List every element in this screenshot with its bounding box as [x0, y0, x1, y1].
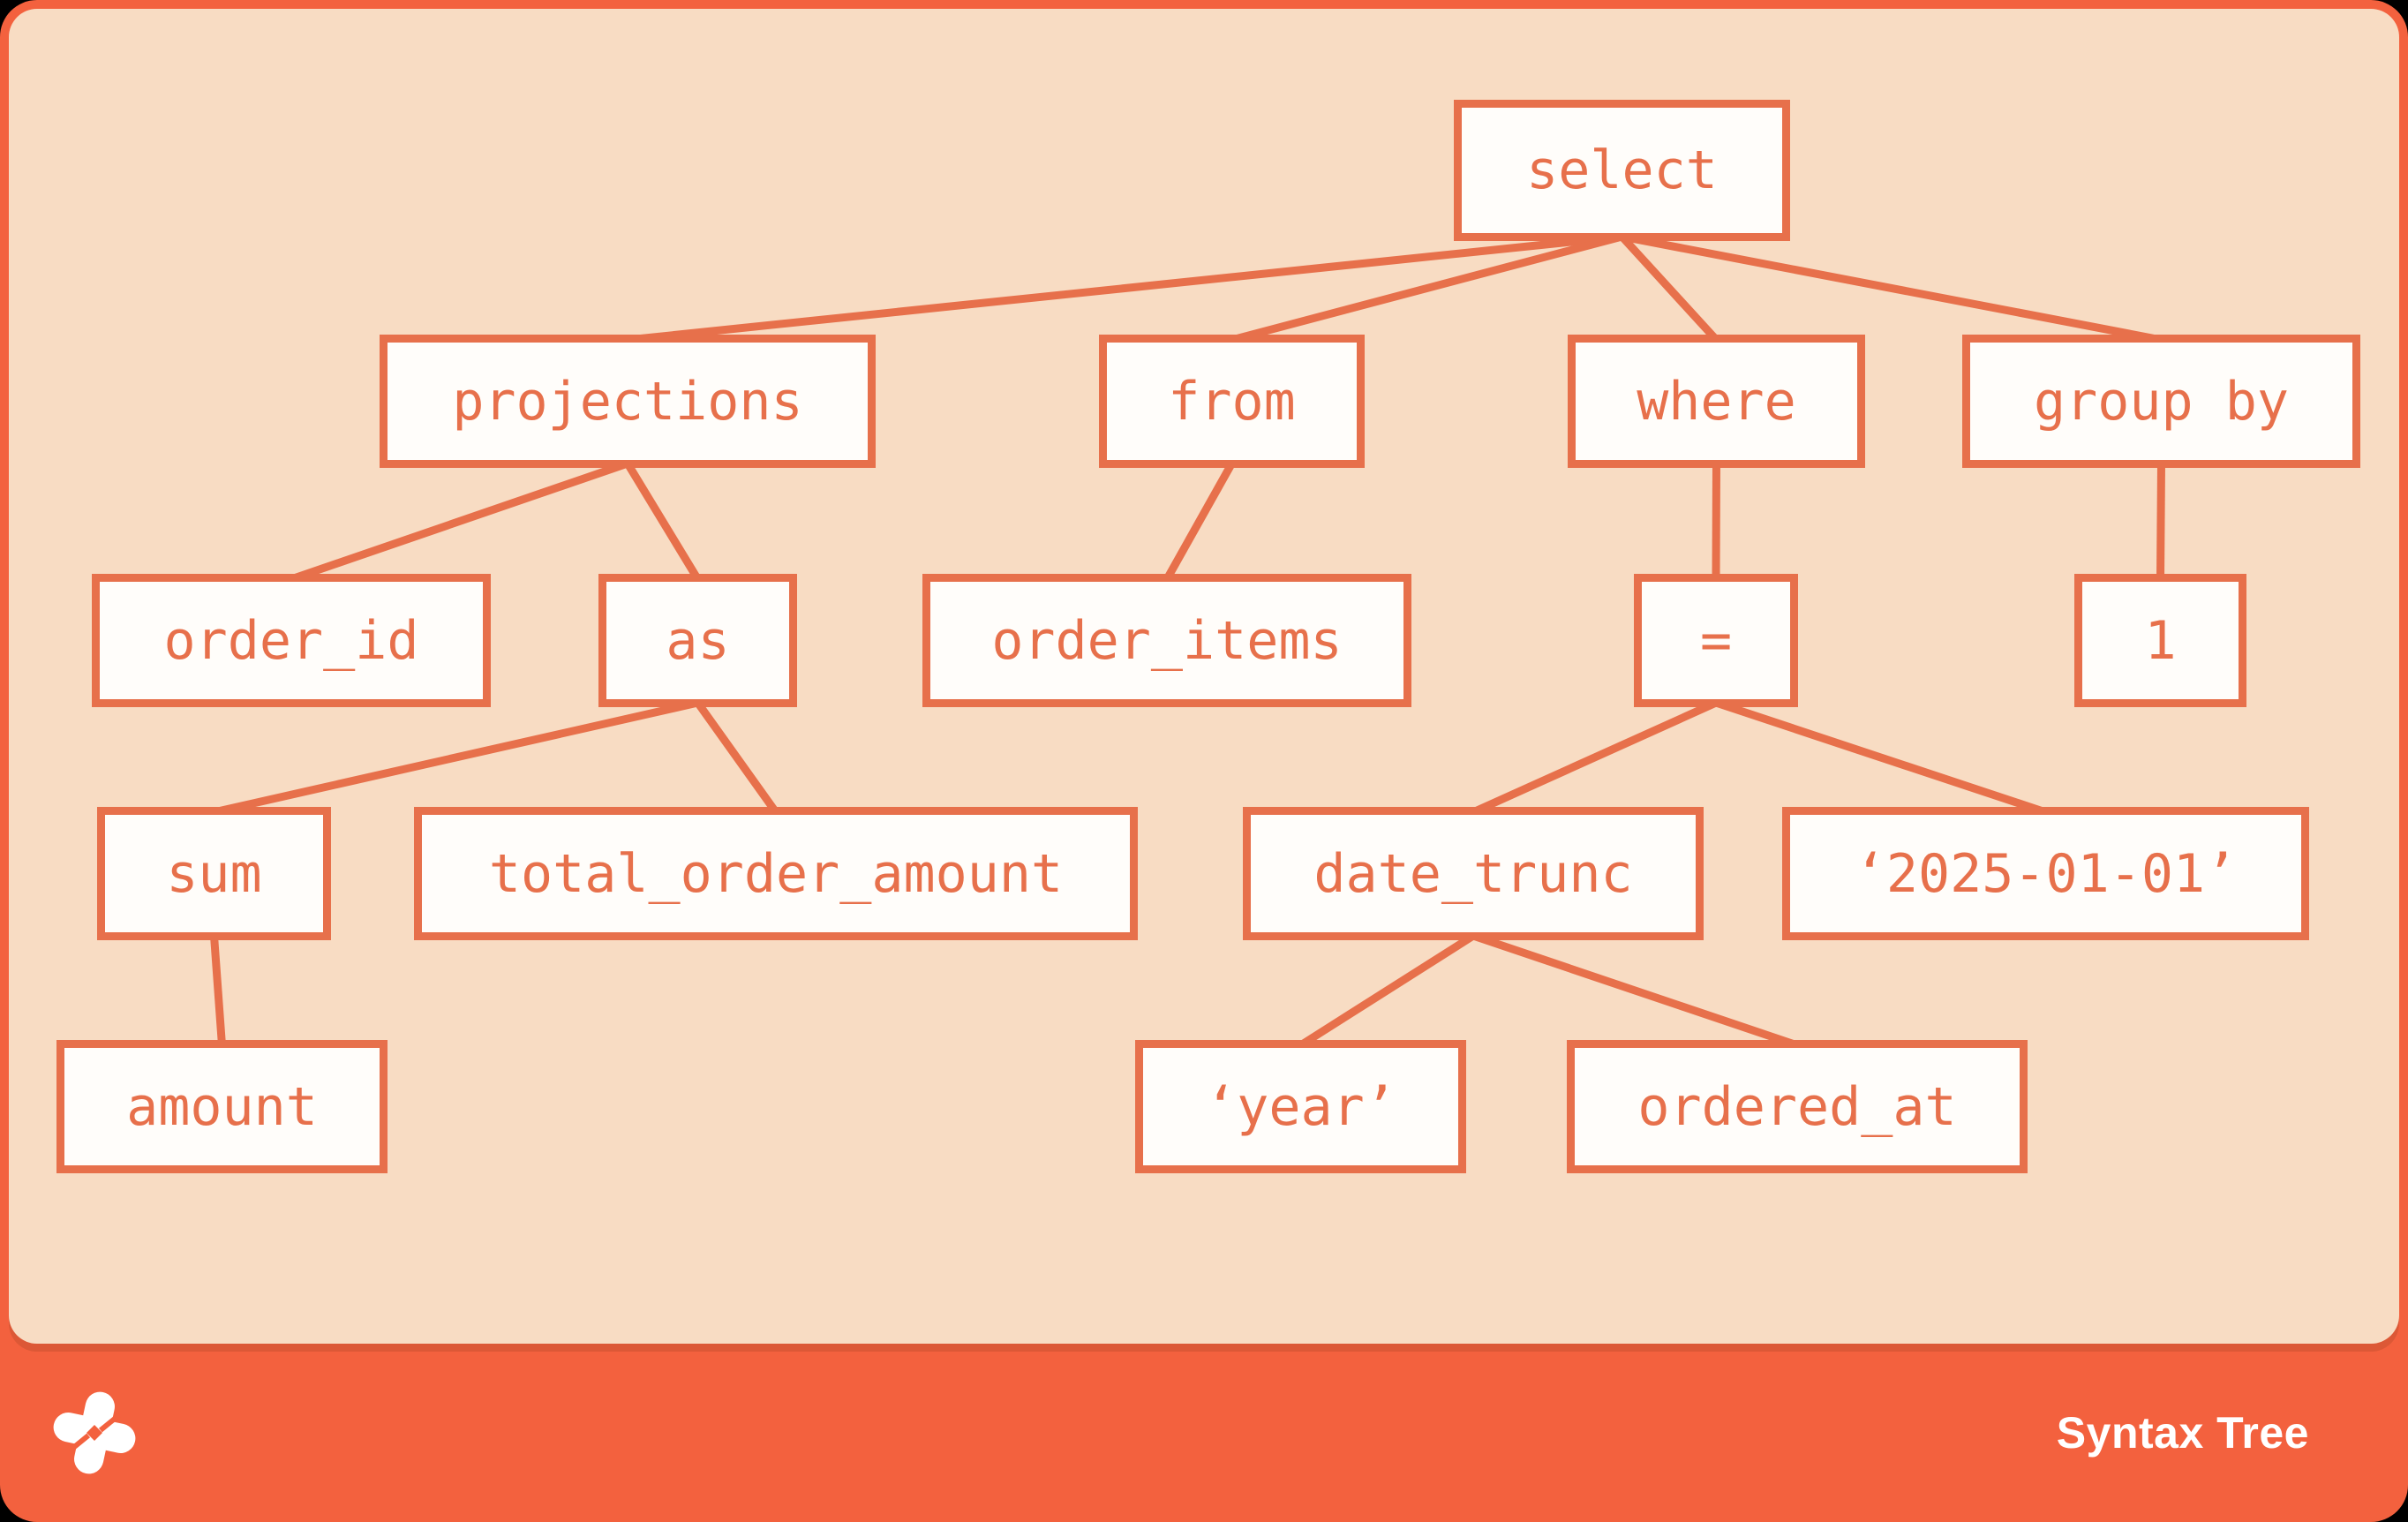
edge-select-projections	[627, 232, 1622, 344]
tree-node-order_id: order_id	[92, 574, 491, 707]
tree-node-one: 1	[2074, 574, 2246, 707]
edge-select-group_by	[1621, 232, 2163, 344]
tree-node-ordered_at: ordered_at	[1567, 1040, 2028, 1173]
tree-node-sum: sum	[97, 807, 331, 940]
edge-projections-as	[624, 461, 702, 582]
edge-sum-amount	[210, 935, 226, 1046]
edge-projections-order_id	[290, 459, 629, 584]
tree-node-as: as	[598, 574, 797, 707]
tree-node-date_literal: ‘2025-01-01’	[1782, 807, 2309, 940]
edge-eq-date_literal	[1714, 698, 2047, 817]
tree-node-select: select	[1454, 100, 1790, 241]
tree-node-from: from	[1099, 335, 1365, 468]
tree-node-date_trunc: date_trunc	[1243, 807, 1704, 940]
edge-group_by-one	[2156, 463, 2165, 580]
edge-where-eq	[1712, 463, 1720, 580]
edge-date_trunc-ordered_at	[1471, 931, 1799, 1050]
edge-as-sum	[213, 698, 699, 817]
tree-node-amount: amount	[56, 1040, 388, 1173]
tree-node-where: where	[1568, 335, 1865, 468]
edge-from-order_items	[1163, 461, 1236, 582]
edge-as-total_order_amount	[694, 700, 779, 815]
edge-select-where	[1619, 233, 1719, 343]
edge-eq-date_trunc	[1471, 698, 1718, 817]
footer-bar: Syntax Tree	[0, 1344, 2408, 1522]
tree-node-eq: =	[1634, 574, 1798, 707]
tree-node-order_items: order_items	[922, 574, 1411, 707]
edge-date_trunc-year_literal	[1298, 932, 1476, 1049]
tree-node-projections: projections	[380, 335, 876, 468]
tree-node-total_order_amount: total_order_amount	[414, 807, 1138, 940]
tree-node-year_literal: ‘year’	[1135, 1040, 1466, 1173]
tree-node-group_by: group by	[1962, 335, 2360, 468]
edge-select-from	[1230, 232, 1623, 344]
pinwheel-star-logo-icon	[53, 1391, 136, 1474]
footer-title: Syntax Tree	[2056, 1408, 2309, 1458]
